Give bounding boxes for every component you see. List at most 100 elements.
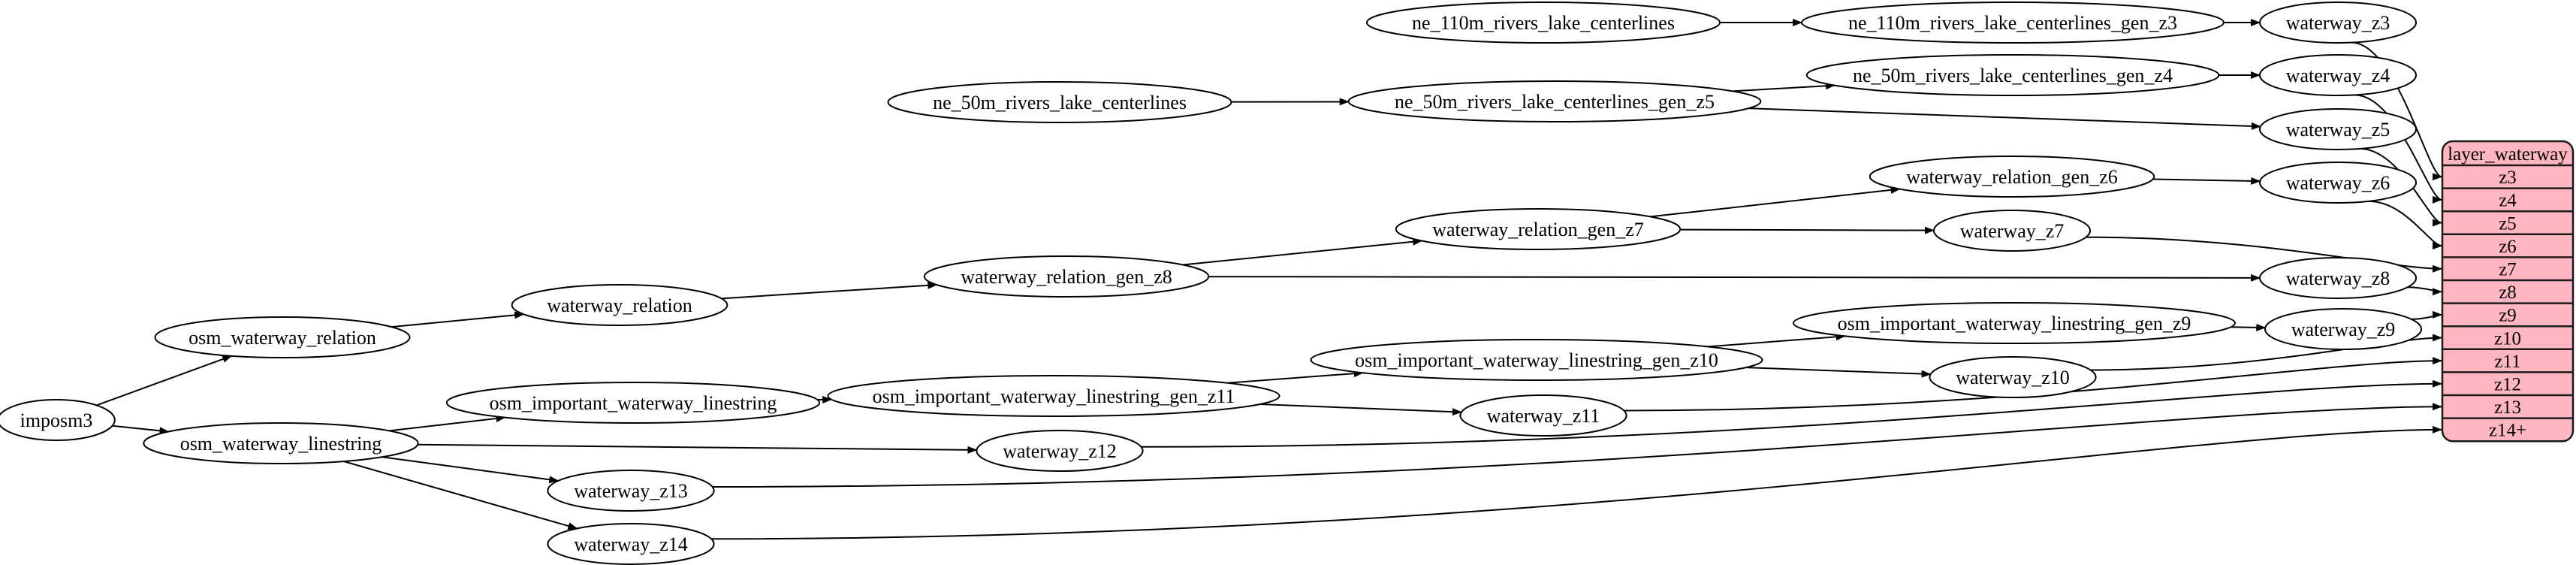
record-row-z10: z10: [2494, 328, 2521, 349]
node-ellipse: [1365, 2, 1721, 44]
edge-waterway_relation-to-waterway_relation_gen_z8: [721, 281, 938, 300]
record-layer: layer_waterwayz3z4z5z6z7z8z9z10z11z12z13…: [2441, 140, 2574, 443]
node-label: ne_110m_rivers_lake_centerlines_gen_z3: [1848, 12, 2177, 34]
node-label: waterway_z13: [574, 480, 688, 502]
node-label: waterway_z3: [2286, 12, 2390, 34]
node-ellipse: [2258, 257, 2418, 299]
node-ne_50m_rivers_lake_centerlines: ne_50m_rivers_lake_centerlines: [887, 81, 1232, 123]
edge-osm_waterway_linestring-to-osm_important_waterway_linestring: [388, 415, 506, 432]
edge-imposm3-to-osm_waterway_linestring: [112, 425, 170, 435]
node-label: waterway_z4: [2286, 65, 2390, 86]
node-ne_110m_rivers_lake_centerlines_gen_z3: ne_110m_rivers_lake_centerlines_gen_z3: [1801, 2, 2225, 44]
node-ne_50m_rivers_lake_centerlines_gen_z5: ne_50m_rivers_lake_centerlines_gen_z5: [1347, 80, 1762, 122]
edge-osm_important_waterway_linestring_gen_z10-to-osm_important_waterway_linestring_gen_z9: [1708, 333, 1846, 348]
node-label: waterway_relation_gen_z6: [1906, 166, 2118, 188]
node-waterway_z11: waterway_z11: [1459, 394, 1627, 437]
node-ellipse: [1793, 302, 2236, 344]
node-label: ne_50m_rivers_lake_centerlines_gen_z5: [1395, 91, 1715, 113]
edge-imposm3-to-osm_waterway_relation: [96, 355, 233, 406]
node-label: osm_important_waterway_linestring_gen_z9: [1838, 313, 2191, 334]
node-waterway_z12: waterway_z12: [976, 430, 1144, 472]
node-waterway_relation: waterway_relation: [511, 284, 728, 326]
node-label: ne_50m_rivers_lake_centerlines_gen_z4: [1853, 65, 2173, 86]
node-waterway_z7: waterway_z7: [1932, 210, 2092, 252]
node-label: osm_waterway_relation: [189, 327, 376, 349]
node-ellipse: [547, 470, 715, 512]
node-ellipse: [1805, 54, 2220, 96]
node-ellipse: [547, 523, 715, 565]
node-waterway_z10: waterway_z10: [1929, 356, 2097, 398]
node-waterway_z14: waterway_z14: [547, 523, 715, 565]
node-waterway_relation_gen_z8: waterway_relation_gen_z8: [923, 255, 1210, 298]
node-label: waterway_relation_gen_z7: [1432, 219, 1644, 240]
edge-osm_important_waterway_linestring_gen_z11-to-osm_important_waterway_linestring_gen_z10: [1227, 370, 1364, 384]
node-label: waterway_relation: [547, 295, 692, 316]
node-label: osm_important_waterway_linestring_gen_z1…: [873, 385, 1235, 407]
node-osm_important_waterway_linestring_gen_z9: osm_important_waterway_linestring_gen_z9: [1793, 302, 2236, 344]
record-row-z6: z6: [2499, 237, 2517, 257]
record-row-z5: z5: [2499, 213, 2517, 234]
node-label: waterway_z6: [2286, 172, 2390, 194]
node-imposm3: imposm3: [0, 399, 116, 441]
node-label: imposm3: [20, 409, 93, 431]
edge-osm_waterway_relation-to-waterway_relation: [391, 311, 525, 328]
edge-waterway_z3-to-layer_waterway-z3: [2351, 41, 2442, 181]
node-waterway_z13: waterway_z13: [547, 470, 715, 512]
node-osm_waterway_relation: osm_waterway_relation: [154, 316, 411, 358]
node-waterway_z3: waterway_z3: [2258, 2, 2418, 44]
node-label: ne_50m_rivers_lake_centerlines: [933, 92, 1187, 113]
node-osm_important_waterway_linestring_gen_z11: osm_important_waterway_linestring_gen_z1…: [827, 375, 1280, 417]
node-label: waterway_z14: [574, 533, 688, 555]
node-label: ne_110m_rivers_lake_centerlines: [1412, 12, 1675, 34]
record-row-z12: z12: [2494, 374, 2521, 394]
node-waterway_relation_gen_z7: waterway_relation_gen_z7: [1395, 208, 1682, 250]
node-ellipse: [2264, 308, 2423, 350]
table-title: layer_waterway: [2448, 144, 2568, 165]
node-ellipse: [2258, 2, 2418, 44]
node-label: waterway_z9: [2291, 319, 2396, 340]
node-ellipse: [2258, 54, 2418, 96]
record-row-z11: z11: [2494, 352, 2520, 372]
node-ellipse: [143, 422, 419, 464]
node-ellipse: [923, 255, 1210, 298]
record-row-label: z5: [2499, 213, 2517, 234]
edge-waterway_z10-to-layer_waterway-z10: [2090, 334, 2442, 371]
record-row-z14+: z14+: [2489, 421, 2526, 441]
record-row-z4: z4: [2499, 191, 2517, 211]
node-label: waterway_relation_gen_z8: [961, 266, 1172, 288]
edge-waterway_z12-to-layer_waterway-z12: [1141, 379, 2442, 448]
edge-waterway_relation_gen_z6-to-waterway_z6: [2152, 177, 2261, 185]
node-waterway_z5: waterway_z5: [2258, 108, 2418, 150]
record-row-label: z3: [2499, 168, 2517, 188]
edge-waterway_z6-to-layer_waterway-z6: [2369, 200, 2442, 250]
record-row-label: z4: [2499, 191, 2517, 211]
node-ellipse: [976, 430, 1144, 472]
node-ne_110m_rivers_lake_centerlines: ne_110m_rivers_lake_centerlines: [1365, 2, 1721, 44]
node-ellipse: [1801, 2, 2225, 44]
node-ellipse: [1869, 156, 2155, 198]
table-outline: [2441, 140, 2574, 443]
edge-waterway_relation_gen_z7-to-waterway_z7: [1680, 226, 1935, 234]
node-label: osm_important_waterway_linestring_gen_z1…: [1355, 349, 1718, 371]
node-waterway_relation_gen_z6: waterway_relation_gen_z6: [1869, 156, 2155, 198]
node-label: osm_waterway_linestring: [180, 433, 382, 455]
node-waterway_z6: waterway_z6: [2258, 162, 2418, 204]
node-waterway_z8: waterway_z8: [2258, 257, 2418, 299]
node-waterway_z9: waterway_z9: [2264, 308, 2423, 350]
record-row-label: z10: [2494, 328, 2521, 349]
node-ellipse: [1929, 356, 2097, 398]
edge-waterway_z9-to-layer_waterway-z9: [2411, 310, 2442, 320]
edge-waterway_z11-to-layer_waterway-z11: [1624, 357, 2442, 412]
node-ellipse: [511, 284, 728, 326]
edge-osm_important_waterway_linestring_gen_z9-to-waterway_z9: [2231, 323, 2267, 331]
node-label: waterway_z12: [1003, 440, 1117, 462]
node-ellipse: [1395, 208, 1682, 250]
node-osm_important_waterway_linestring_gen_z10: osm_important_waterway_linestring_gen_z1…: [1310, 339, 1763, 381]
node-label: waterway_z8: [2286, 267, 2390, 289]
edge-osm_important_waterway_linestring_gen_z10-to-waterway_z10: [1745, 367, 1932, 378]
record-row-z7: z7: [2499, 259, 2517, 279]
edges-layer: [96, 19, 2442, 540]
node-waterway_z4: waterway_z4: [2258, 54, 2418, 96]
node-ellipse: [0, 399, 116, 441]
